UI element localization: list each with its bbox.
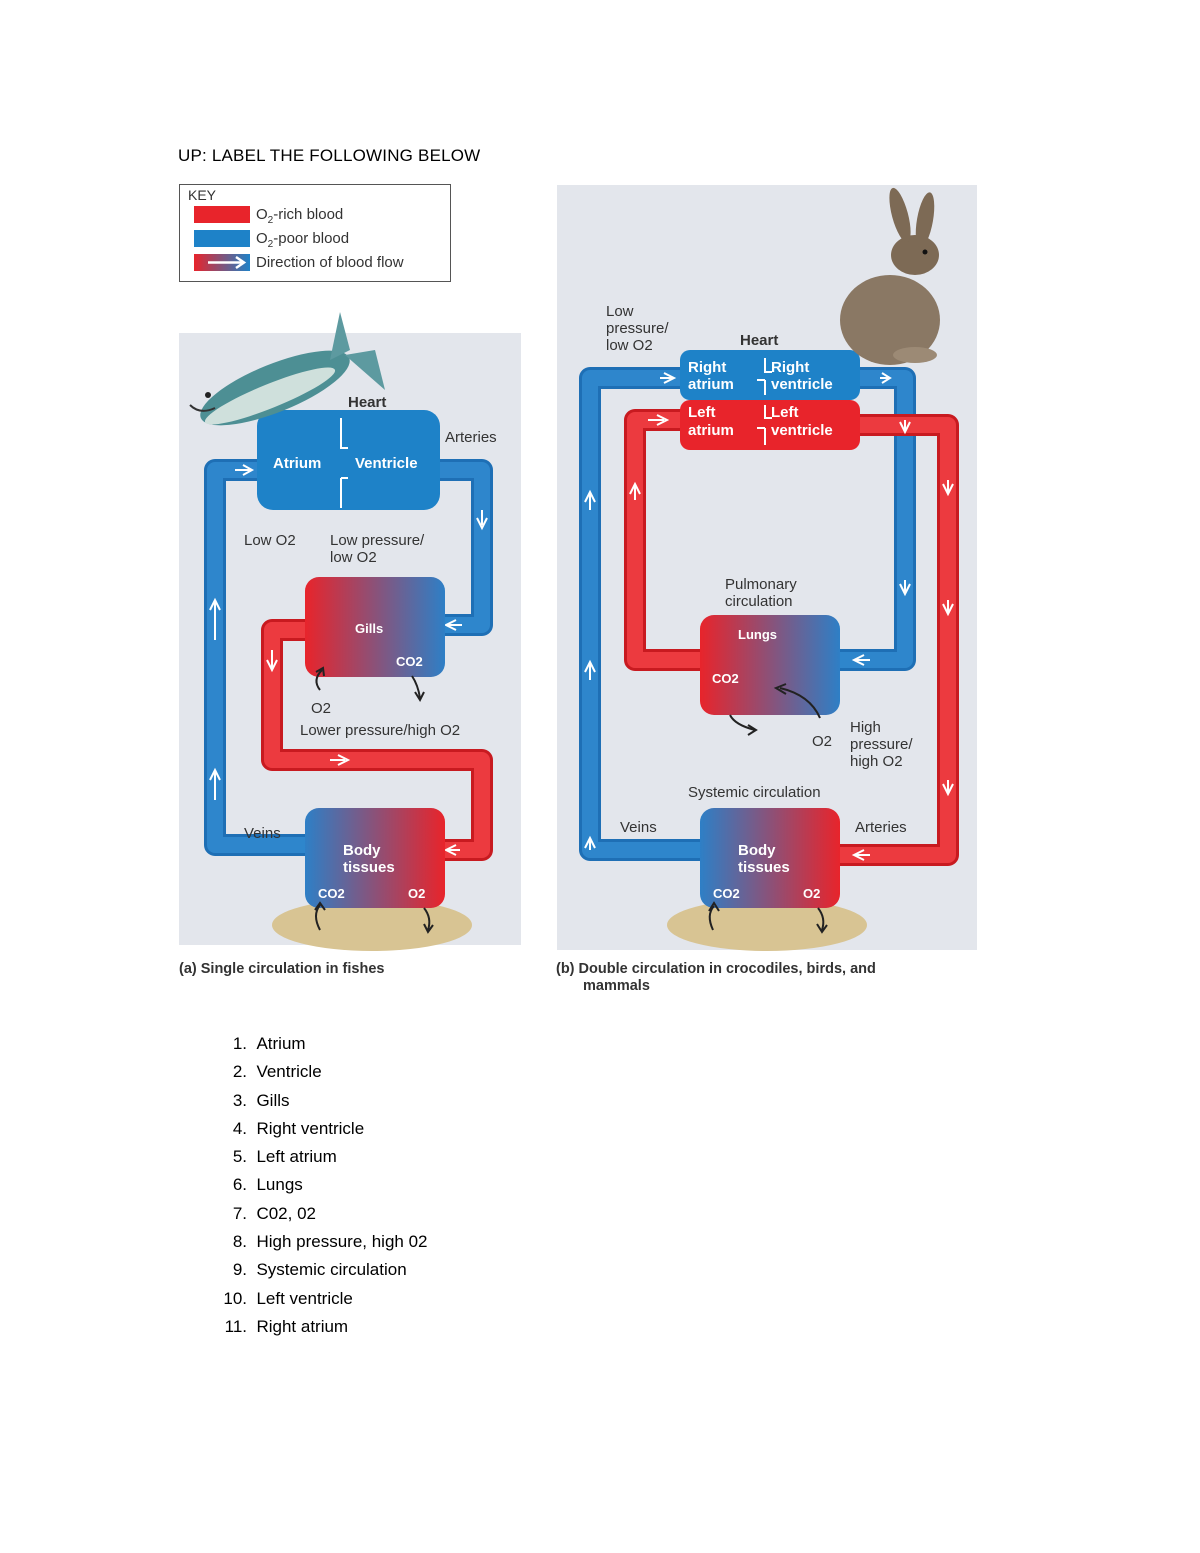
key-label-o2-poor: O2-poor blood: [256, 230, 350, 250]
mammal-caption-line-2: mammals: [583, 978, 650, 994]
direction-swatch: [194, 254, 250, 271]
key-row-o2-rich: O2-rich blood: [194, 206, 444, 226]
fish-heart-box: [257, 410, 440, 510]
right-atrium-label-2: atrium: [688, 376, 734, 393]
mammal-body-tissues-box: [700, 808, 840, 908]
gills-o2-label: O2: [311, 700, 331, 717]
fish-body-tissues-box: [305, 808, 445, 908]
mammal-tissue-cells: [667, 899, 867, 951]
fish-circulation-diagram: Heart Arteries Atrium Ventricle Low O2 L…: [189, 312, 497, 951]
mammal-body-co2-label: CO2: [713, 886, 740, 901]
fish-veins-label: Veins: [244, 825, 281, 842]
left-atrium-label-2: atrium: [688, 422, 734, 439]
high-pressure-label-3: high O2: [850, 753, 903, 770]
mammal-low-pressure-label-2: pressure/: [606, 320, 669, 337]
key-row-o2-poor: O2-poor blood: [194, 230, 444, 250]
left-ventricle-label-2: ventricle: [771, 422, 833, 439]
lungs-box: [700, 615, 840, 715]
fish-caption: (a) Single circulation in fishes: [179, 961, 385, 977]
fish-body-co2-label: CO2: [318, 886, 345, 901]
left-ventricle-label-1: Left: [771, 404, 799, 421]
fish-body-label-1: Body: [343, 842, 381, 859]
mammal-flow-arrows: [584, 372, 954, 861]
mammal-veins-label: Veins: [620, 819, 657, 836]
fish-tissue-cells: [272, 899, 472, 951]
list-item: 1. Atrium: [232, 1034, 306, 1053]
mammal-arteries-label: Arteries: [855, 819, 907, 836]
key-row-direction: Direction of blood flow: [194, 254, 444, 272]
gills-label: Gills: [355, 621, 383, 636]
o2-rich-swatch: [194, 206, 250, 223]
fish-low-pressure-label-2: low O2: [330, 549, 377, 566]
list-item: 9. Systemic circulation: [232, 1260, 407, 1280]
mammal-body-o2-label: O2: [803, 886, 820, 901]
fish-low-o2-label: Low O2: [244, 532, 296, 549]
mammal-gas-arrows: [708, 683, 828, 934]
right-ventricle-label-2: ventricle: [771, 376, 833, 393]
right-ventricle-label-1: Right: [771, 359, 809, 376]
pulmonary-label-1: Pulmonary: [725, 576, 797, 593]
right-atrium-label-1: Right: [688, 359, 726, 376]
mammal-right-heart-box: [680, 350, 860, 400]
lungs-co2-label: CO2: [712, 671, 739, 686]
left-atrium-label-1: Left: [688, 404, 716, 421]
fish-flow-arrows: [209, 464, 488, 856]
lungs-label: Lungs: [738, 627, 777, 642]
mammal-low-pressure-label-3: low O2: [606, 337, 653, 354]
rabbit-illustration: [840, 187, 940, 365]
lungs-o2-label: O2: [812, 733, 832, 750]
list-item: 11. Right atrium: [224, 1316, 349, 1336]
direction-arrow-icon: [208, 255, 247, 270]
list-item: 4. Right ventricle: [232, 1118, 365, 1138]
fish-illustration: [189, 312, 385, 426]
gills-box: [305, 577, 445, 677]
fish-arteries-label: Arteries: [445, 429, 497, 446]
answer-list: 1. Atrium 2. Ventricle 3. Gills 4. Right…: [200, 1030, 428, 1341]
mammal-body-label-2: tissues: [738, 859, 790, 876]
list-item: 10. Left ventricle: [223, 1288, 353, 1308]
mammal-left-heart-box: [680, 400, 860, 450]
mammal-body-label-1: Body: [738, 842, 776, 859]
key-label-direction: Direction of blood flow: [256, 254, 404, 271]
lower-pressure-label: Lower pressure/high O2: [300, 722, 460, 739]
high-pressure-label-1: High: [850, 719, 881, 736]
mammal-caption-line-1: (b) Double circulation in crocodiles, bi…: [556, 961, 876, 977]
fish-ventricle-label: Ventricle: [355, 455, 418, 472]
list-item: 8. High pressure, high 02: [232, 1232, 428, 1252]
fish-atrium-label: Atrium: [273, 455, 321, 472]
fish-heart-label: Heart: [348, 394, 386, 411]
mammal-circulation-diagram: Low pressure/ low O2 Heart Right atrium …: [579, 187, 959, 951]
legend-key: KEY O2-rich blood O2-poor blood Directio…: [179, 184, 451, 282]
list-item: 3. Gills: [232, 1090, 290, 1110]
mammal-heart-label: Heart: [740, 332, 778, 349]
list-item: 5. Left atrium: [232, 1147, 337, 1167]
systemic-label: Systemic circulation: [688, 784, 821, 801]
key-title: KEY: [188, 187, 217, 203]
page-heading: UP: LABEL THE FOLLOWING BELOW: [178, 146, 481, 165]
fish-body-label-2: tissues: [343, 859, 395, 876]
key-label-o2-rich: O2-rich blood: [256, 206, 344, 226]
fish-low-pressure-label-1: Low pressure/: [330, 532, 425, 549]
o2-poor-swatch: [194, 230, 250, 247]
list-item: 7. C02, 02: [232, 1203, 316, 1223]
high-pressure-label-2: pressure/: [850, 736, 913, 753]
fish-body-o2-label: O2: [408, 886, 425, 901]
list-item: 6. Lungs: [232, 1175, 303, 1195]
gills-co2-label: CO2: [396, 654, 423, 669]
list-item: 2. Ventricle: [232, 1062, 322, 1082]
fish-gas-arrows: [314, 666, 434, 934]
pulmonary-label-2: circulation: [725, 593, 793, 610]
mammal-caption: (b) Double circulation in crocodiles, bi…: [556, 961, 876, 995]
mammal-low-pressure-label-1: Low: [606, 303, 634, 320]
